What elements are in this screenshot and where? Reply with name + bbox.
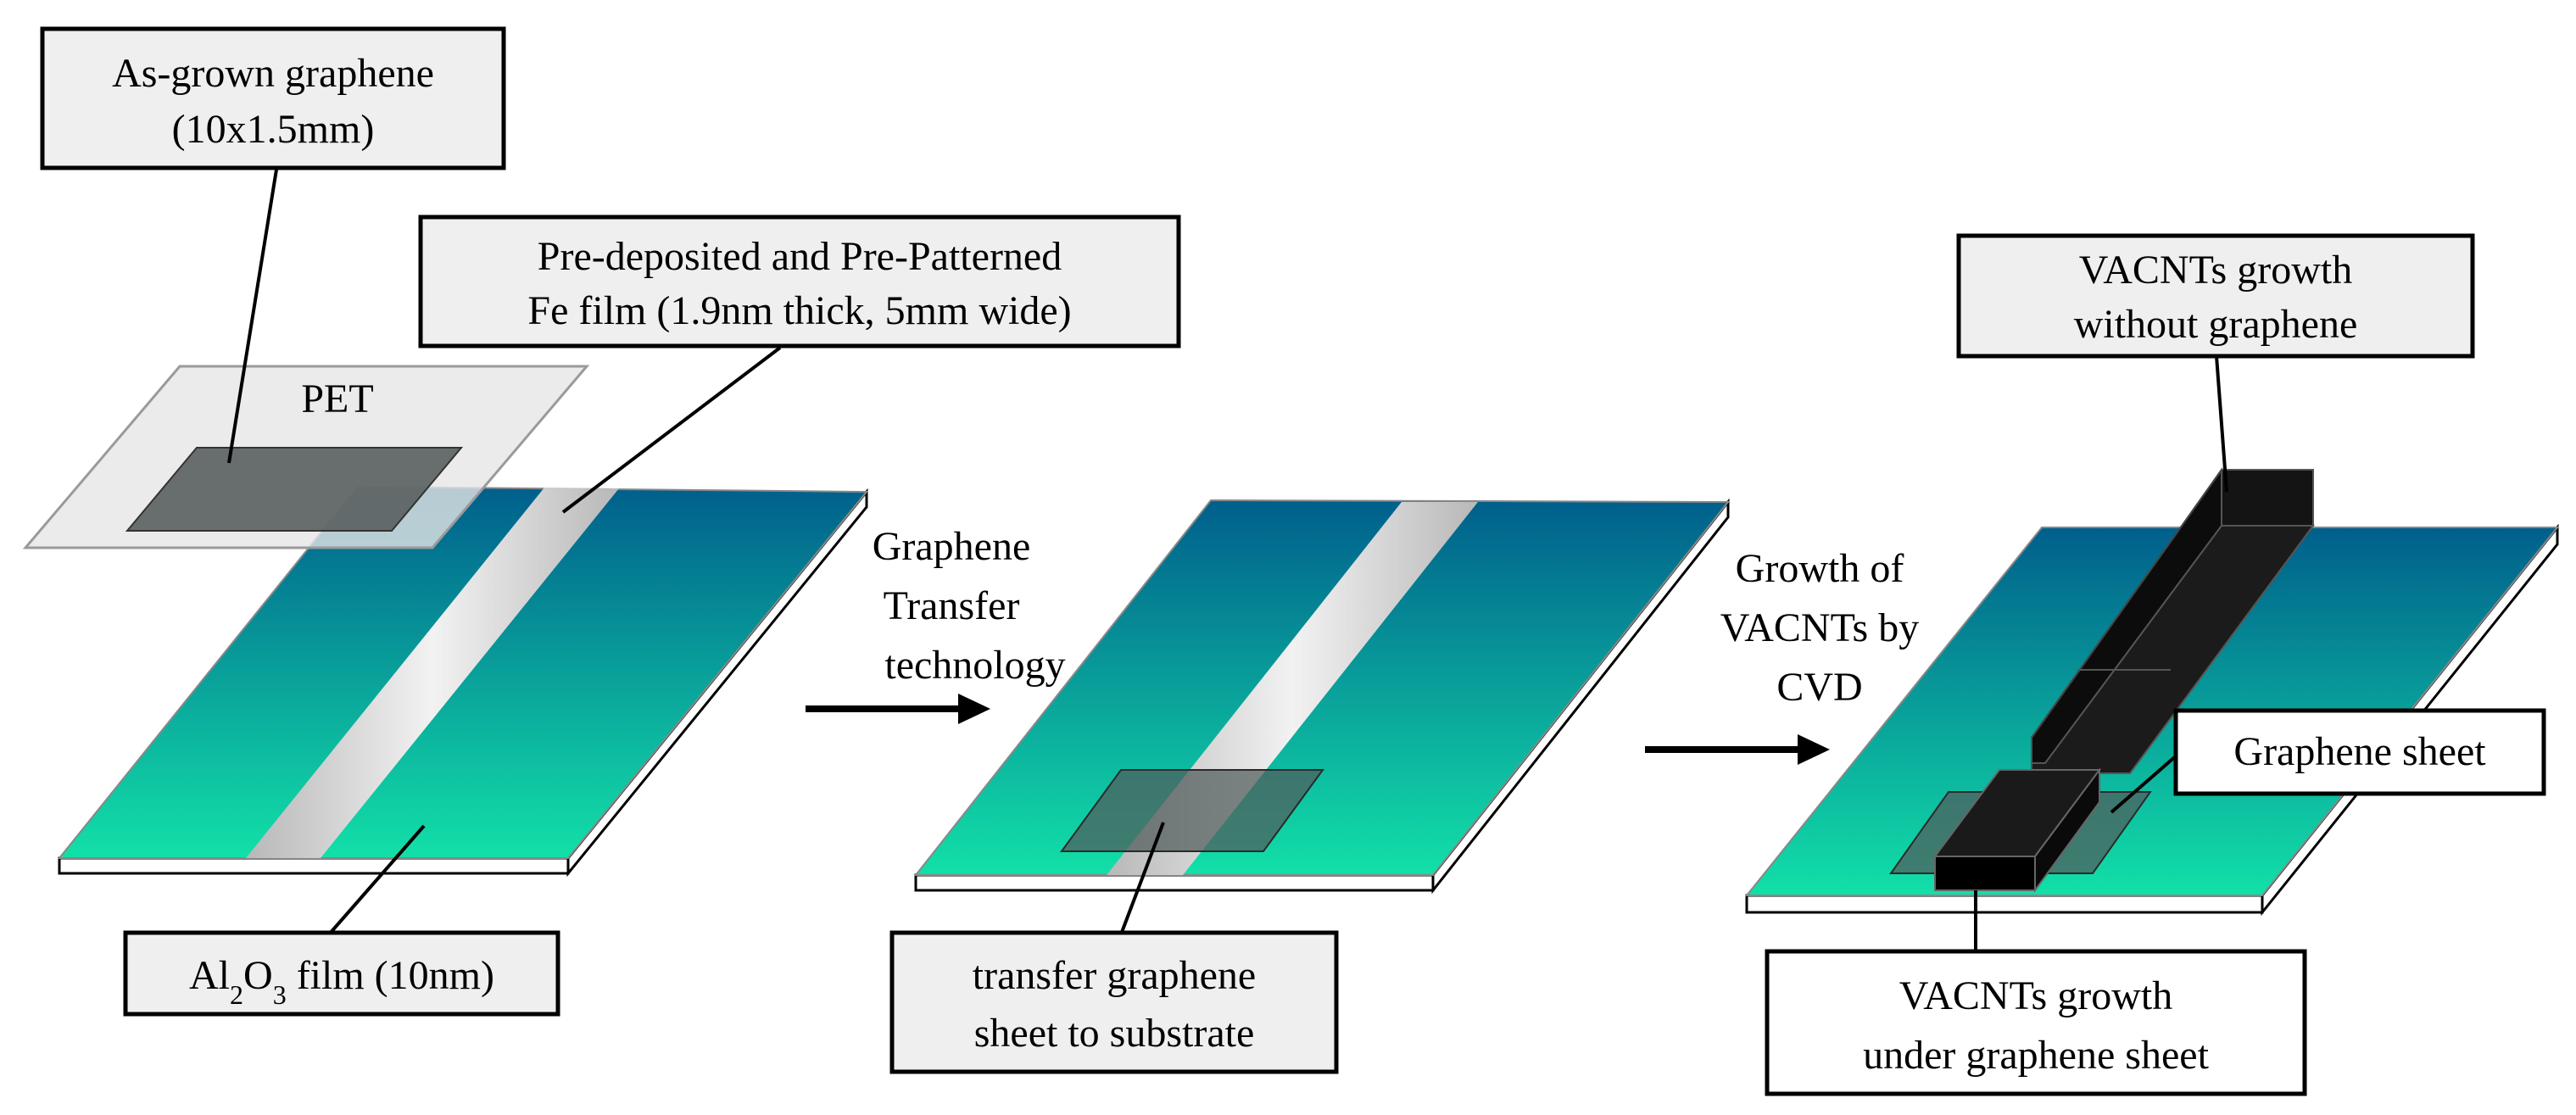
substrate-2-side (914, 873, 1435, 892)
leader-graphene-sheet (2110, 753, 2179, 814)
growth-step-line3: CVD (1776, 665, 1862, 710)
leader-transfer-sheet (1119, 822, 1165, 935)
transfer-sheet-line2: sheet to substrate (974, 1011, 1255, 1056)
as-grown-graphene-patch (125, 447, 464, 532)
vacnt-without-line1: VACNTs growth (2079, 248, 2352, 293)
fe-stripe-1 (246, 488, 619, 858)
leader-al2o3 (327, 824, 426, 936)
pet-sheet: PET (22, 365, 590, 549)
label-al2o3-film: Al2O3 film (10nm) (123, 930, 560, 1017)
arrow-growth (1645, 734, 1830, 765)
label-transfer-step: Graphene Transfer technology (873, 524, 1066, 688)
transferred-graphene-patch (1060, 769, 1324, 852)
substrate-1 (57, 485, 869, 878)
substrate-3-side (1745, 894, 2264, 914)
vacnt-block-right (2034, 767, 2100, 894)
vacnt-column-tall-edge (2031, 469, 2222, 739)
label-as-grown-graphene: As-grown graphene (10x1.5mm) (40, 26, 506, 170)
transfer-step-line1: Graphene (873, 524, 1031, 569)
fe-film-line1: Pre-deposited and Pre-Patterned (538, 234, 1062, 279)
al2o3-text: Al2O3 film (10nm) (189, 953, 494, 1010)
leader-fe-film (561, 346, 782, 514)
transfer-step-line3: technology (884, 643, 1065, 688)
label-vacnt-without: VACNTs growth without graphene (1956, 233, 2475, 359)
substrate-1-side (58, 856, 570, 875)
vacnt-column-tall-top (2221, 469, 2314, 527)
as-grown-line1: As-grown graphene (112, 51, 434, 96)
vacnt-block-front (1934, 856, 2036, 891)
substrate-2 (913, 498, 1731, 895)
graphene-sheet-text: Graphene sheet (2233, 729, 2486, 774)
fe-film-line2: Fe film (1.9nm thick, 5mm wide) (527, 288, 1071, 333)
leader-as-grown (227, 169, 278, 464)
as-grown-line2: (10x1.5mm) (172, 107, 375, 152)
label-graphene-sheet: Graphene sheet (2173, 708, 2546, 796)
vacnt-under-line2: under graphene sheet (1863, 1033, 2209, 1078)
growth-step-line2: VACNTs by (1720, 605, 1919, 650)
transfer-step-line2: Transfer (884, 583, 1020, 628)
arrow-transfer (806, 694, 990, 724)
label-growth-step: Growth of VACNTs by CVD (1720, 546, 1919, 710)
growth-step-line1: Growth of (1736, 546, 1904, 591)
pet-label: PET (301, 376, 373, 421)
vacnt-under-line1: VACNTs growth (1899, 973, 2172, 1018)
transfer-sheet-line1: transfer graphene (973, 953, 1256, 998)
substrate-3 (1744, 466, 2560, 917)
leader-vacnt-without (2215, 355, 2228, 493)
label-transfer-sheet: transfer graphene sheet to substrate (889, 930, 1339, 1074)
label-fe-film: Pre-deposited and Pre-Patterned Fe film … (418, 215, 1181, 348)
leader-lines (227, 169, 2228, 950)
label-vacnt-under: VACNTs growth under graphene sheet (1765, 949, 2307, 1096)
vacnt-without-line2: without graphene (2074, 302, 2358, 347)
